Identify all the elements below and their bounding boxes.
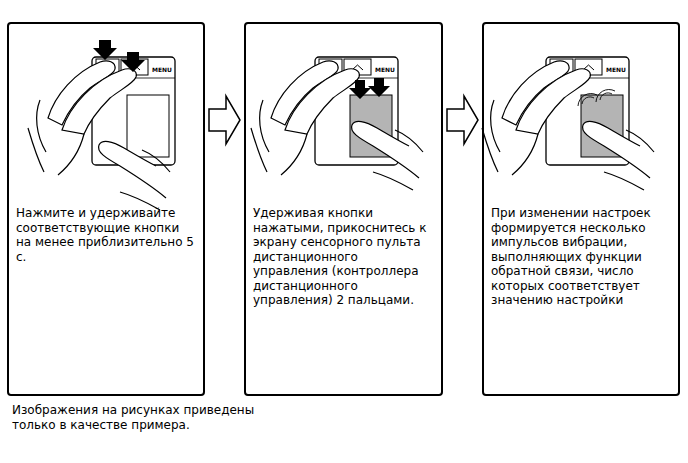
step-panel: При изменении настроек формируется неско…	[482, 22, 680, 396]
button-label: MENU	[606, 66, 626, 73]
step-text: Нажмите и удерживайте соответствующие кн…	[16, 206, 195, 264]
step-panel: Удерживая кнопки нажатыми, прикоснитесь …	[244, 22, 443, 396]
block-arrow	[209, 96, 240, 144]
button-label: MENU	[152, 66, 172, 73]
step-text: Удерживая кнопки нажатыми, прикоснитесь …	[253, 206, 433, 308]
step-panel: Нажмите и удерживайте соответствующие кн…	[7, 22, 205, 396]
step-text: При изменении настроек формируется неско…	[491, 206, 670, 308]
button-label: MENU	[375, 66, 395, 73]
block-arrow	[447, 96, 478, 144]
caption: Изображения на рисунках приведены только…	[12, 403, 262, 432]
